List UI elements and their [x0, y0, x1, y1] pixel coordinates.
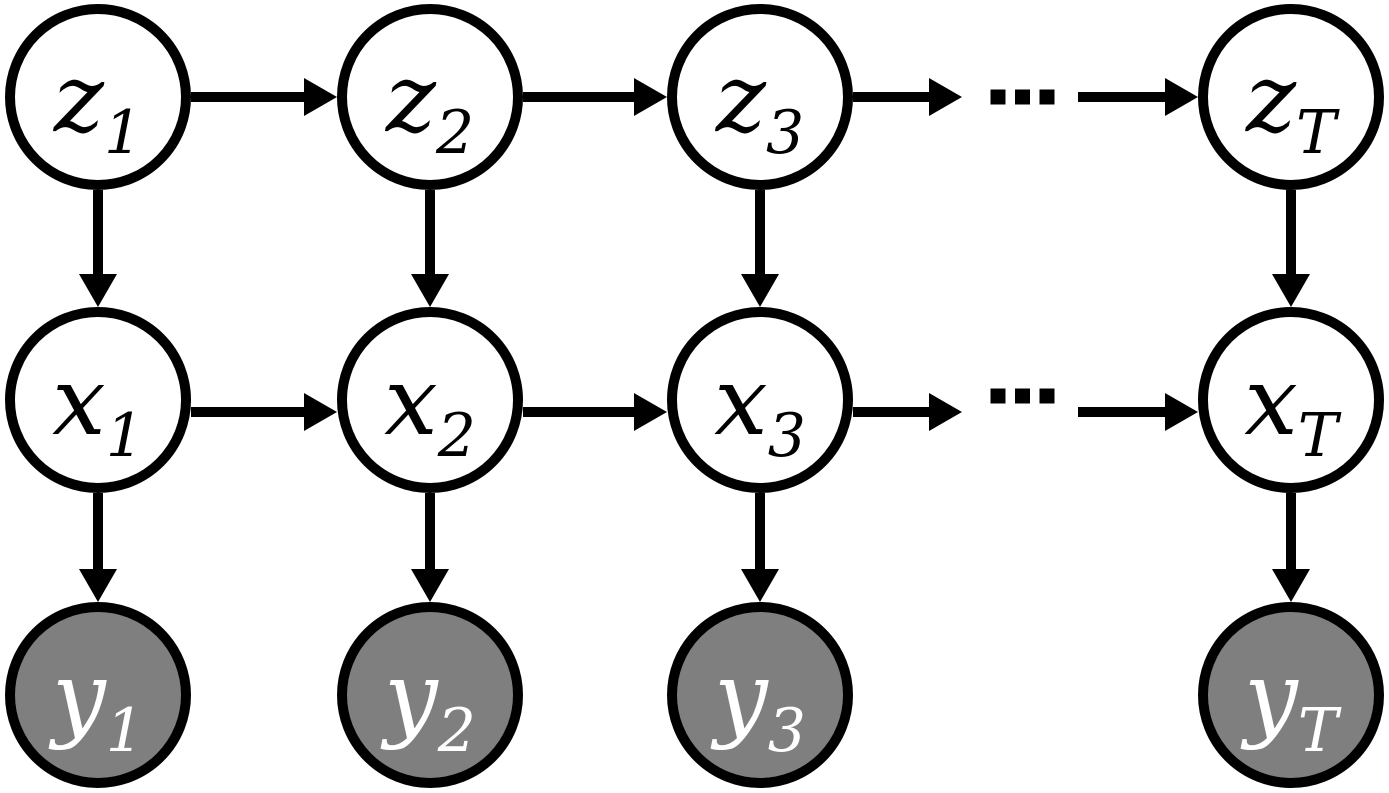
- node-yT: yT: [1198, 602, 1384, 788]
- node-x2-circle: [337, 307, 523, 493]
- node-x1: x1: [5, 307, 191, 493]
- node-y1-circle: [5, 602, 191, 788]
- node-x2: x2: [337, 307, 523, 493]
- edge-z2-z3: [523, 78, 667, 116]
- edge-dots_x-xT-head: [1165, 393, 1198, 431]
- edge-z1-x1: [79, 190, 117, 307]
- node-z2-label: z2: [385, 44, 474, 168]
- ellipsis-x-row: [990, 388, 1055, 404]
- ellipsis-z-row: [990, 89, 1055, 105]
- edge-x1-y1-head: [79, 569, 117, 602]
- edge-z3-x3: [741, 190, 779, 307]
- edge-xT-yT-head: [1272, 569, 1310, 602]
- edge-z1-z2: [191, 78, 337, 116]
- node-yT-label: yT: [1240, 642, 1342, 766]
- edge-x2-x3-head: [634, 393, 667, 431]
- ellipsis-dot-z-1: [990, 89, 1006, 105]
- node-zT: zT: [1198, 4, 1384, 190]
- edge-x3-y3-head: [741, 569, 779, 602]
- node-z2-circle: [337, 4, 523, 190]
- node-z3-circle: [667, 4, 853, 190]
- node-y2: y2: [337, 602, 523, 788]
- node-x1-circle: [5, 307, 191, 493]
- edge-xT-yT: [1272, 493, 1310, 602]
- ellipsis-dot-x-3: [1039, 388, 1055, 404]
- edge-x3-y3: [741, 493, 779, 602]
- node-y3-label: y3: [710, 642, 806, 766]
- edge-x2-y2: [411, 493, 449, 602]
- edge-dots_x-xT: [1078, 393, 1198, 431]
- edge-z3-x3-head: [741, 274, 779, 307]
- edge-x1-x2-head: [304, 393, 337, 431]
- node-x3-circle: [667, 307, 853, 493]
- edge-z2-z3-head: [634, 78, 667, 116]
- node-x3-label: x3: [714, 347, 806, 471]
- edge-dots_z-zT: [1078, 78, 1198, 116]
- edge-z2-x2: [411, 190, 449, 307]
- node-z2: z2: [337, 4, 523, 190]
- node-xT-label: xT: [1244, 347, 1342, 471]
- node-yT-circle: [1198, 602, 1384, 788]
- ellipsis-dot-x-2: [1015, 388, 1030, 404]
- edge-x2-y2-head: [411, 569, 449, 602]
- node-y2-circle: [337, 602, 523, 788]
- edge-x1-y1: [79, 493, 117, 602]
- node-xT-circle: [1198, 307, 1384, 493]
- ellipsis-dot-x-1: [990, 388, 1006, 404]
- ellipsis-dot-z-3: [1039, 89, 1055, 105]
- node-zT-circle: [1198, 4, 1384, 190]
- node-z3-label: z3: [715, 44, 804, 168]
- node-x1-label: x1: [52, 347, 144, 471]
- node-y2-label: y2: [380, 642, 476, 766]
- ellipsis-dot-z-2: [1015, 89, 1030, 105]
- edge-z2-x2-head: [411, 274, 449, 307]
- node-z1-circle: [5, 4, 191, 190]
- edge-x3-dots_x: [853, 393, 962, 431]
- node-y3: y3: [667, 602, 853, 788]
- node-x2-label: x2: [384, 347, 476, 471]
- node-x3: x3: [667, 307, 853, 493]
- node-z1: z1: [5, 4, 191, 190]
- node-z3: z3: [667, 4, 853, 190]
- edge-x1-x2: [191, 393, 337, 431]
- node-xT: xT: [1198, 307, 1384, 493]
- node-zT-label: zT: [1245, 44, 1340, 168]
- edge-x3-dots_x-head: [929, 393, 962, 431]
- edge-z1-x1-head: [79, 274, 117, 307]
- node-y1: y1: [5, 602, 191, 788]
- node-z1-label: z1: [53, 44, 142, 168]
- edge-dots_z-zT-head: [1165, 78, 1198, 116]
- edge-z1-z2-head: [304, 78, 337, 116]
- edge-zT-xT-head: [1272, 274, 1310, 307]
- edge-z3-dots_z-head: [929, 78, 962, 116]
- edge-zT-xT: [1272, 190, 1310, 307]
- node-y1-label: y1: [48, 642, 144, 766]
- node-y3-circle: [667, 602, 853, 788]
- edge-z3-dots_z: [853, 78, 962, 116]
- edge-x2-x3: [523, 393, 667, 431]
